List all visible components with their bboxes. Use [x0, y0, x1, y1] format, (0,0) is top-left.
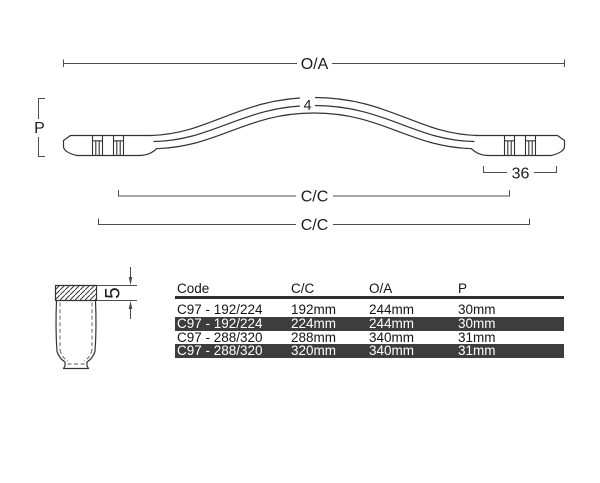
cell-oa: 244mm [369, 315, 415, 331]
cell-oa: 340mm [369, 329, 415, 345]
p-dim-label: P [34, 120, 45, 137]
p-dim-line [38, 98, 45, 157]
cell-oa: 340mm [369, 343, 415, 359]
cc-upper-dim-line [118, 190, 510, 197]
cell-cc: 320mm [291, 343, 337, 359]
cell-code: C97 - 192/224 [177, 302, 263, 317]
table-row: C97 - 192/224 224mm 244mm 30mm [175, 315, 564, 331]
spec-table: Code C/C O/A P C97 - 192/224 192mm 244mm… [175, 278, 564, 359]
cell-cc: 224mm [291, 315, 337, 331]
table-row: C97 - 288/320 288mm 340mm 31mm [175, 329, 564, 345]
cell-p: 31mm [458, 329, 496, 345]
cap-arrow-down [128, 277, 133, 286]
spec-table-header: Code C/C O/A P [175, 278, 564, 299]
cell-code: C97 - 288/320 [177, 343, 263, 359]
cc-upper-dim-label: C/C [301, 189, 329, 206]
cell-p: 30mm [458, 315, 496, 331]
cell-code: C97 - 192/224 [177, 315, 263, 331]
handle-right-foot [470, 134, 566, 157]
left-foot-slots [91, 134, 125, 156]
oa-dim-line [63, 59, 565, 67]
col-header-cc: C/C [291, 281, 315, 296]
cc-lower-dim-label: C/C [301, 217, 329, 234]
table-row: C97 - 288/320 320mm 340mm 31mm [175, 343, 564, 359]
section-body-outline [55, 300, 97, 370]
oa-dim-label: O/A [301, 56, 329, 73]
dimension-lines [38, 59, 565, 225]
end-cross-section [54, 284, 98, 370]
col-header-code: Code [177, 281, 210, 296]
cap-height-label: 5 [102, 287, 125, 299]
right-foot-slots [503, 134, 537, 156]
foot-width-dim-label: 36 [512, 166, 530, 183]
arch-label-halo [300, 95, 315, 111]
cell-cc: 192mm [291, 302, 337, 317]
table-row: C97 - 192/224 192mm 244mm 30mm [175, 303, 564, 317]
col-header-p: P [458, 281, 468, 296]
col-header-oa: O/A [369, 281, 393, 296]
section-hidden-lines [59, 302, 93, 365]
cc-lower-dim-line [98, 218, 530, 225]
handle-left-foot [62, 134, 158, 157]
cap-hatched-section [54, 284, 98, 302]
foot-width-dim-line [483, 166, 557, 173]
cell-p: 30mm [458, 302, 496, 317]
cap-extension-lines [96, 285, 137, 301]
cell-p: 31mm [458, 343, 496, 359]
cell-oa: 244mm [369, 302, 415, 317]
cell-cc: 288mm [291, 329, 337, 345]
handle-arch-bottom-line [155, 112, 473, 150]
cell-code: C97 - 288/320 [177, 329, 263, 345]
arch-section-label: 4 [303, 98, 311, 114]
cap-arrow-up [128, 300, 133, 309]
cap-dimension [96, 267, 137, 319]
spec-table-body: C97 - 192/224 192mm 244mm 30mm C97 - 192… [175, 303, 564, 359]
